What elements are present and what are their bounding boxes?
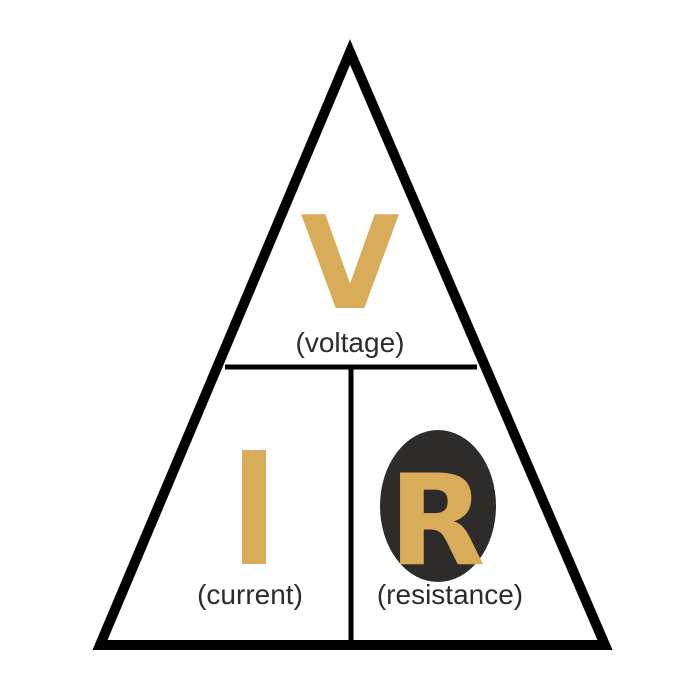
- resistance-highlight-circle: [380, 430, 496, 582]
- current-caption: (current): [197, 579, 303, 610]
- resistance-section: R (resistance): [377, 430, 523, 610]
- resistance-letter: R: [388, 447, 485, 594]
- current-section: (current): [197, 450, 303, 610]
- current-letter-bar: [242, 450, 266, 564]
- current-letter: I: [231, 447, 278, 594]
- voltage-section: V (voltage): [296, 190, 405, 358]
- resistance-caption: (resistance): [377, 579, 523, 610]
- voltage-caption: (voltage): [296, 327, 405, 358]
- voltage-letter: V: [300, 190, 399, 339]
